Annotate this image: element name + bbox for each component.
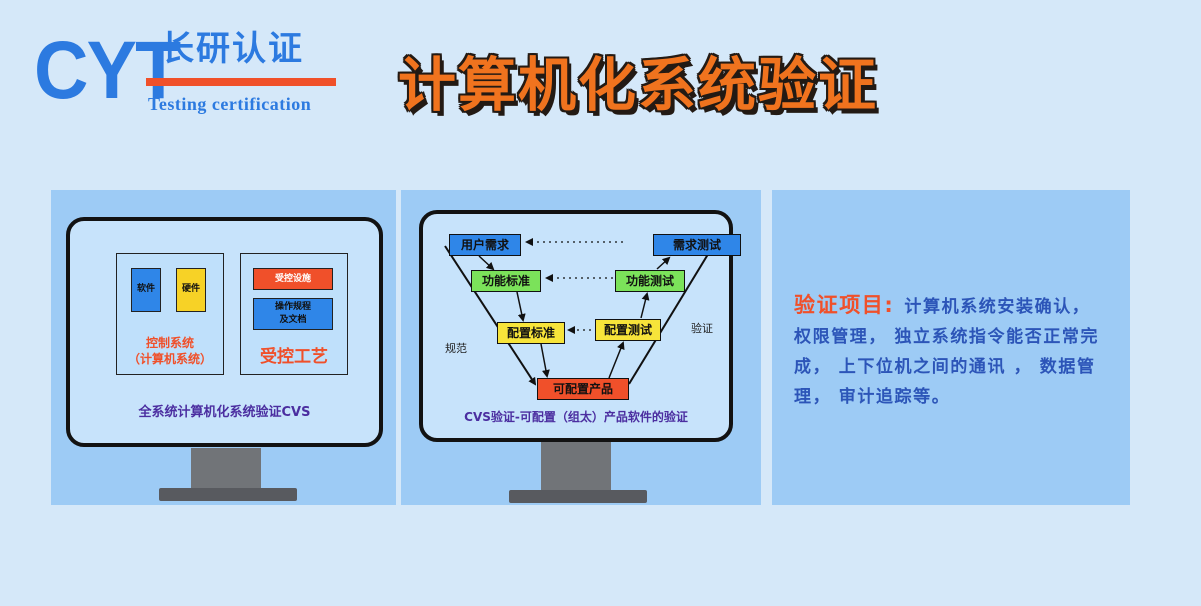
logo-english-tagline: Testing certification xyxy=(148,94,312,114)
verification-items-label: 验证项目: xyxy=(794,293,895,317)
spec-label: 规范 xyxy=(445,342,467,355)
functional-test-box: 功能测试 xyxy=(615,270,685,292)
verify-label: 验证 xyxy=(691,322,713,335)
panel-v-model: 用户需求 功能标准 配置标准 可配置产品 配置测试 功能测试 需求测试 规范 验… xyxy=(401,190,761,505)
requirements-test-box: 需求测试 xyxy=(653,234,741,256)
monitor-stand-neck xyxy=(191,448,261,490)
user-requirements-box: 用户需求 xyxy=(449,234,521,256)
controlled-facility-block: 受控设施 xyxy=(253,268,333,290)
monitor-screen: 软件 硬件 控制系统 （计算机系统） 受控设施 操作规程 及文档 受控工艺 全系… xyxy=(66,217,383,447)
logo-chinese-name: 长研认证 xyxy=(160,29,304,69)
software-block: 软件 xyxy=(131,268,161,312)
verification-items-text: 验证项目:计算机系统安装确认， 权限管理， 独立系统指令能否正常完成， 上下位机… xyxy=(794,290,1114,412)
controlled-process-label: 受控工艺 xyxy=(260,347,328,367)
monitor-stand-base xyxy=(159,488,297,501)
computer-system-label: （计算机系统） xyxy=(127,352,212,366)
hardware-block: 硬件 xyxy=(176,268,206,312)
verify-arrow xyxy=(628,244,715,385)
functional-spec-box: 功能标准 xyxy=(471,270,541,292)
configuration-test-box: 配置测试 xyxy=(595,319,661,341)
logo-mark: CYT xyxy=(34,25,181,116)
verification-items-body: 计算机系统安装确认， 权限管理， 独立系统指令能否正常完成， 上下位机之间的通讯… xyxy=(794,297,1100,407)
monitor-caption: CVS验证-可配置（组太）产品软件的验证 xyxy=(464,410,688,424)
sop-label-line2: 及文档 xyxy=(279,315,307,325)
sop-label-line1: 操作规程 xyxy=(274,302,311,312)
monitor-screen: 用户需求 功能标准 配置标准 可配置产品 配置测试 功能测试 需求测试 规范 验… xyxy=(419,210,741,442)
control-system-label: 控制系统 xyxy=(145,336,194,350)
configuration-spec-box: 配置标准 xyxy=(497,322,565,344)
sop-block: 操作规程 及文档 xyxy=(253,298,333,330)
panel-full-system-cvs: 软件 硬件 控制系统 （计算机系统） 受控设施 操作规程 及文档 受控工艺 全系… xyxy=(51,190,396,505)
v-model-connectors xyxy=(444,238,715,386)
configurable-product-box: 可配置产品 xyxy=(537,378,629,400)
page-title: 计算机化系统验证 xyxy=(398,51,879,119)
control-system-box: 软件 硬件 控制系统 （计算机系统） xyxy=(116,253,224,375)
controlled-process-box: 受控设施 操作规程 及文档 受控工艺 xyxy=(240,253,348,375)
monitor-stand-neck xyxy=(541,442,611,492)
logo-underline-bar xyxy=(146,78,336,86)
monitor-stand-base xyxy=(509,490,647,503)
panel-verification-items: 验证项目:计算机系统安装确认， 权限管理， 独立系统指令能否正常完成， 上下位机… xyxy=(772,190,1130,505)
monitor-caption: 全系统计算机化系统验证CVS xyxy=(138,405,311,420)
spec-arrow xyxy=(444,245,537,386)
